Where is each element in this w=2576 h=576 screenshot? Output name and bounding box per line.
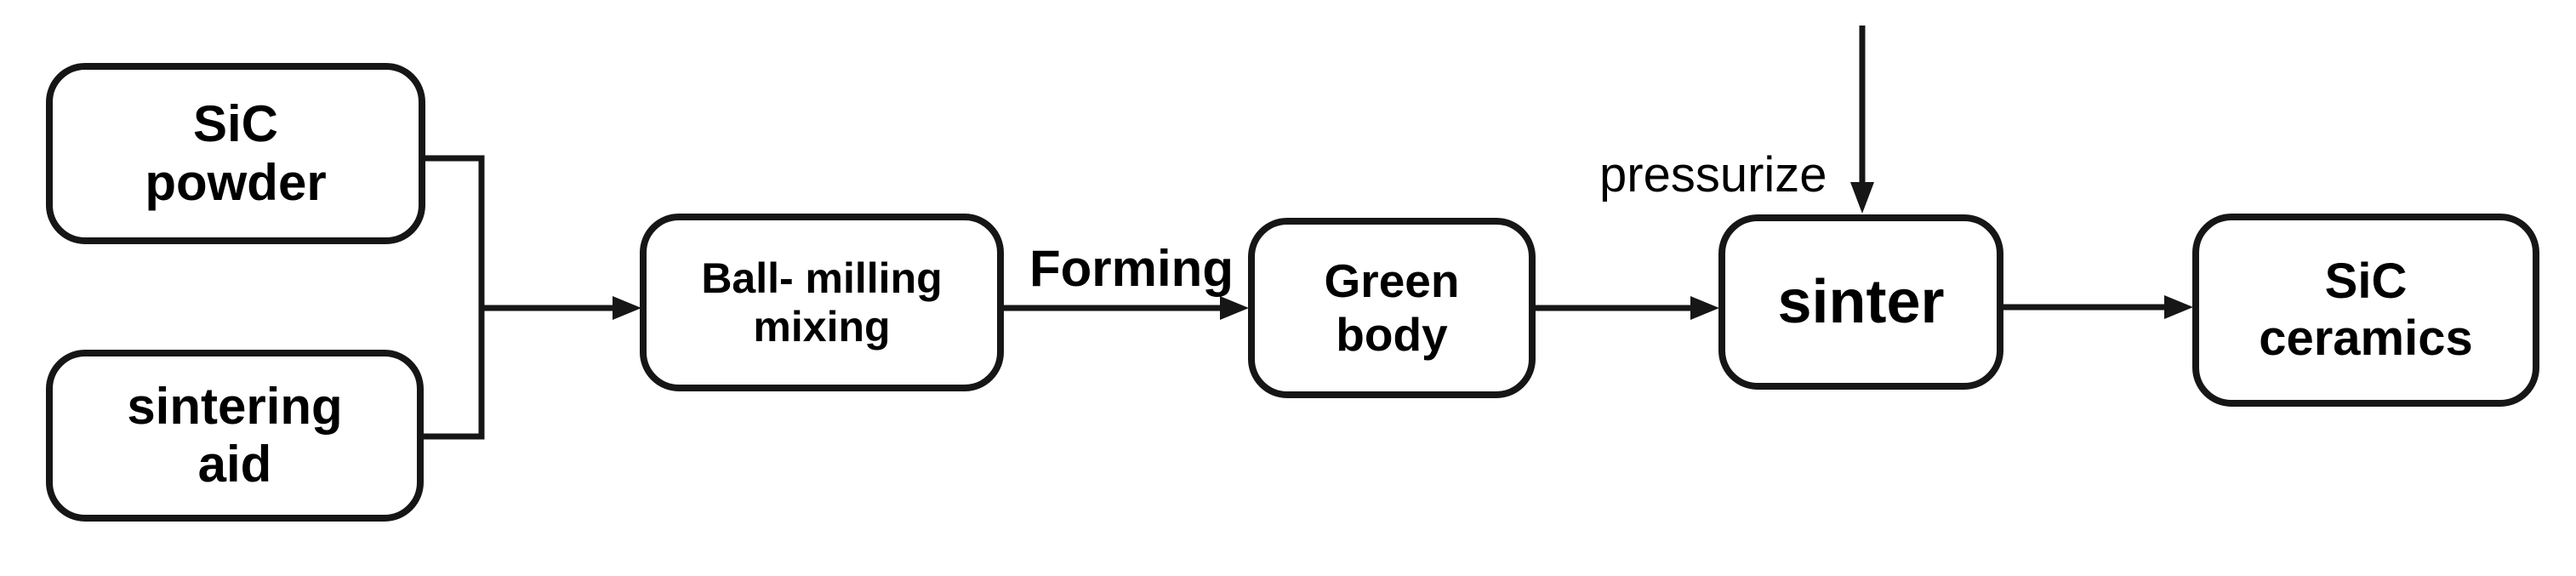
node-sintering-aid: sintering aid xyxy=(46,350,424,522)
node-ball-milling-mixing: Ball- milling mixing xyxy=(640,214,1004,391)
node-label-line: mixing xyxy=(753,302,891,351)
arrowhead-ballmilling xyxy=(613,296,641,320)
node-green-body: Green body xyxy=(1248,218,1536,398)
node-sic-ceramics: SiC ceramics xyxy=(2192,214,2539,407)
merge-bracket-connector xyxy=(419,155,485,440)
node-label-line: SiC xyxy=(2324,254,2408,310)
node-sic-powder: SiC powder xyxy=(46,63,425,244)
node-label-line: Green xyxy=(1324,254,1460,308)
node-label-line: sintering xyxy=(127,377,343,435)
node-label-line: body xyxy=(1336,308,1448,361)
pressurize-arrowhead xyxy=(1850,182,1874,214)
node-label-line: sinter xyxy=(1777,267,1945,336)
node-label-line: ceramics xyxy=(2259,310,2473,366)
node-label-line: Ball- milling xyxy=(701,254,943,302)
forming-edge-label: Forming xyxy=(1029,240,1234,297)
node-sinter: sinter xyxy=(1718,214,2003,390)
node-label-line: aid xyxy=(197,436,272,493)
arrowhead-greenbody xyxy=(1220,296,1249,320)
arrowhead-ceramics xyxy=(2164,295,2193,319)
pressurize-edge-label: pressurize xyxy=(1599,147,1827,202)
node-label-line: powder xyxy=(145,153,327,211)
arrowhead-sinter xyxy=(1690,296,1719,320)
node-label-line: SiC xyxy=(192,95,279,153)
